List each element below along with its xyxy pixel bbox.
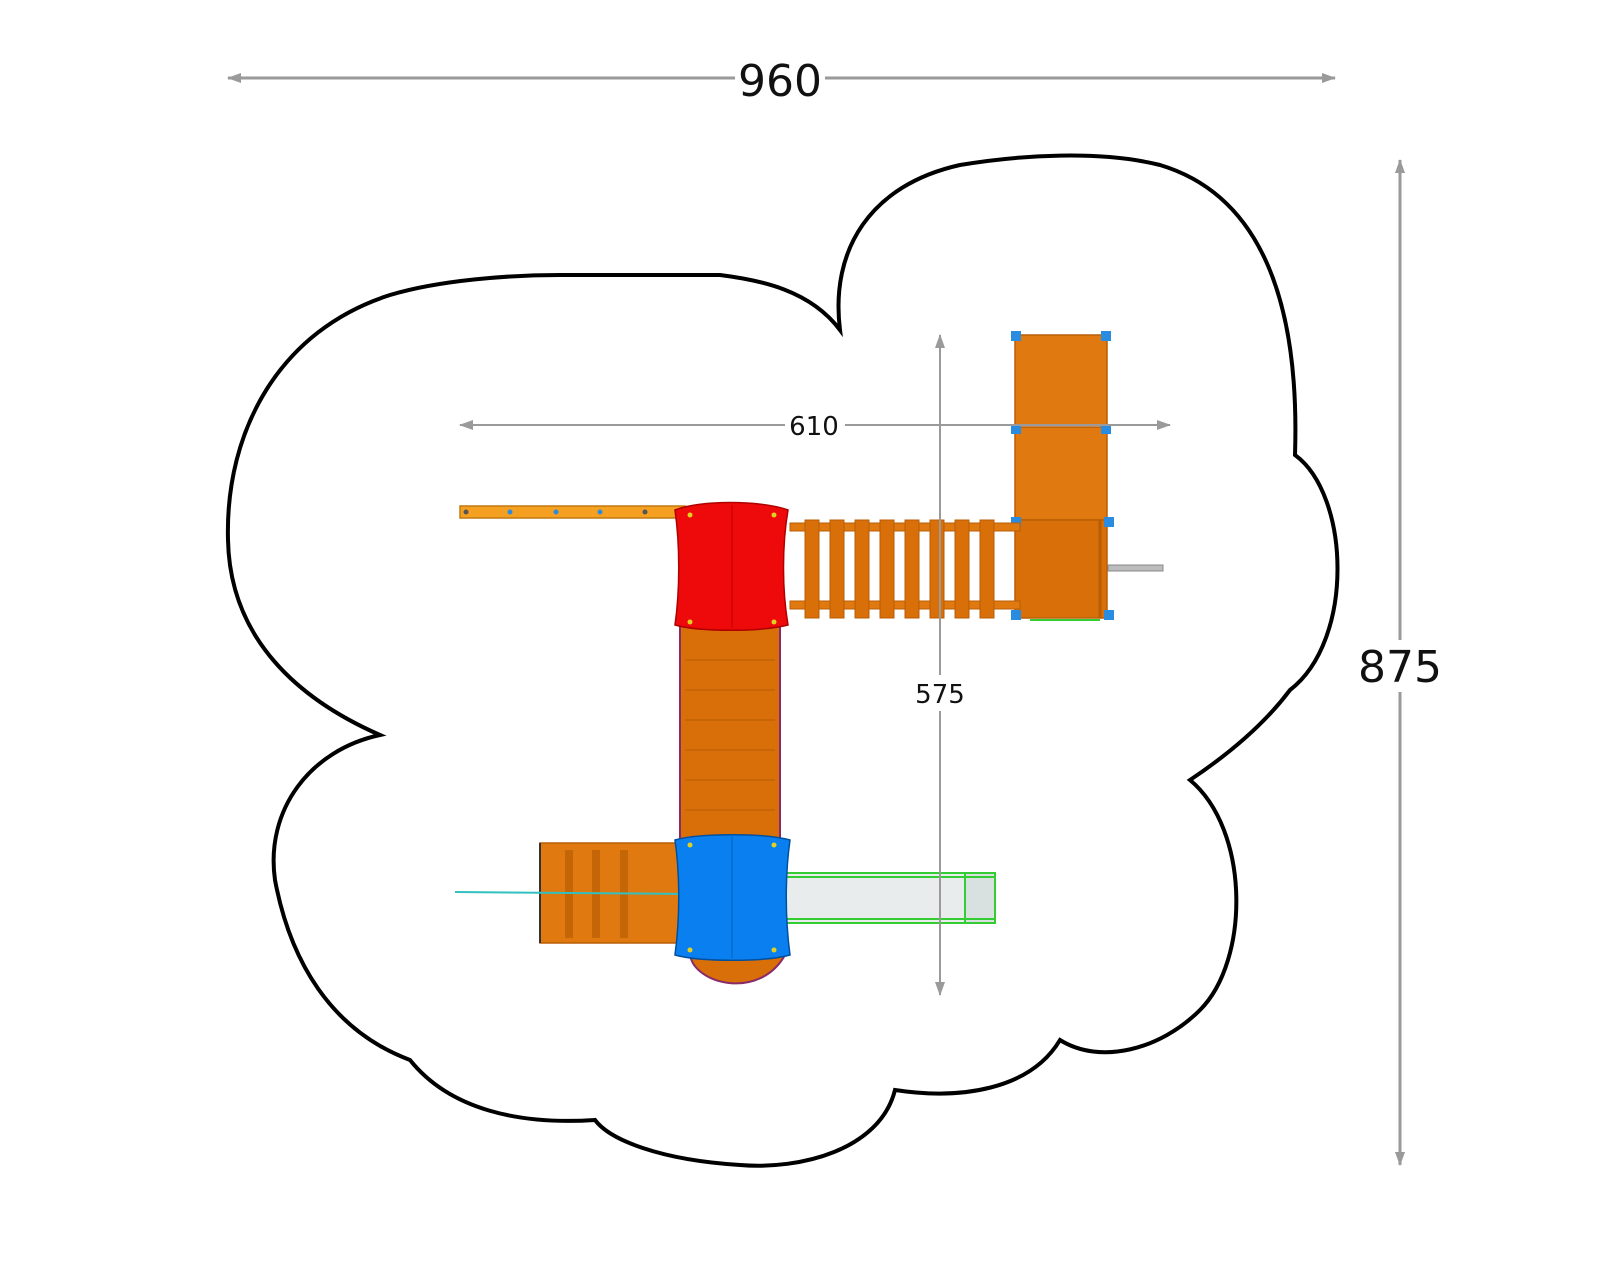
overall-width-dimension: 960 <box>227 52 1336 107</box>
middle-deck-panel <box>1014 426 1108 521</box>
bridge-slat <box>904 519 920 619</box>
beam-bolt <box>642 509 648 515</box>
overall-depth-label: 875 <box>1358 642 1442 693</box>
equipment-width-label: 610 <box>789 412 839 442</box>
roof-bolt <box>771 619 777 625</box>
equipment-depth-dimension: 575 <box>905 334 975 996</box>
upper-deck-panel <box>1014 334 1108 426</box>
equipment-width-label-bg <box>785 408 845 440</box>
blue-roof-tower <box>674 834 791 961</box>
wooden-bridge <box>789 519 1021 619</box>
roof-bolt <box>687 842 693 848</box>
post-bolt <box>1101 331 1111 341</box>
equipment-depth-label: 575 <box>915 680 965 710</box>
bridge-slat <box>979 519 995 619</box>
beam-bolt <box>597 509 603 515</box>
equipment-width-dimension: 610 <box>459 408 1171 442</box>
post-bolt <box>1104 517 1114 527</box>
equipment-depth-label-bg <box>905 675 975 711</box>
climbing-panel-rung <box>565 850 573 938</box>
roof-bolt <box>687 947 693 953</box>
slide-end <box>964 872 996 924</box>
beam-body <box>459 505 686 519</box>
beam-bolt <box>553 509 559 515</box>
post-bolt <box>1011 331 1021 341</box>
bridge-slat <box>854 519 870 619</box>
beam-bolt <box>507 509 513 515</box>
roof-bolt <box>771 947 777 953</box>
slide-bed <box>779 872 996 924</box>
roof-bolt <box>687 619 693 625</box>
post-bolt <box>1011 610 1021 620</box>
beam-bolt <box>463 509 469 515</box>
roof-bolt <box>771 512 777 518</box>
slide <box>779 872 996 924</box>
climbing-rope <box>454 891 691 895</box>
overall-width-label: 960 <box>738 56 822 107</box>
swing-beam <box>459 505 686 519</box>
overall-depth-label-bg <box>1350 640 1450 692</box>
red-roof-tower <box>674 501 789 631</box>
connecting-ramp <box>679 624 781 871</box>
overall-depth-dimension: 875 <box>1350 159 1450 1166</box>
safety-zone-outline <box>225 153 1340 1168</box>
round-platform <box>688 954 787 985</box>
bridge-slat <box>929 519 945 619</box>
roof-bolt <box>771 842 777 848</box>
right-deck-tower <box>1011 331 1164 621</box>
ramp-deck <box>679 624 781 871</box>
overall-width-label-bg <box>735 52 825 104</box>
bridge-slat <box>829 519 845 619</box>
bridge-slat <box>954 519 970 619</box>
bridge-slat <box>879 519 895 619</box>
lower-deck-panel <box>1014 519 1108 619</box>
post-bolt <box>1104 610 1114 620</box>
metal-handle <box>1107 564 1164 572</box>
bridge-slat <box>804 519 820 619</box>
roof-bolt <box>687 512 693 518</box>
post-bolt <box>1011 517 1021 527</box>
